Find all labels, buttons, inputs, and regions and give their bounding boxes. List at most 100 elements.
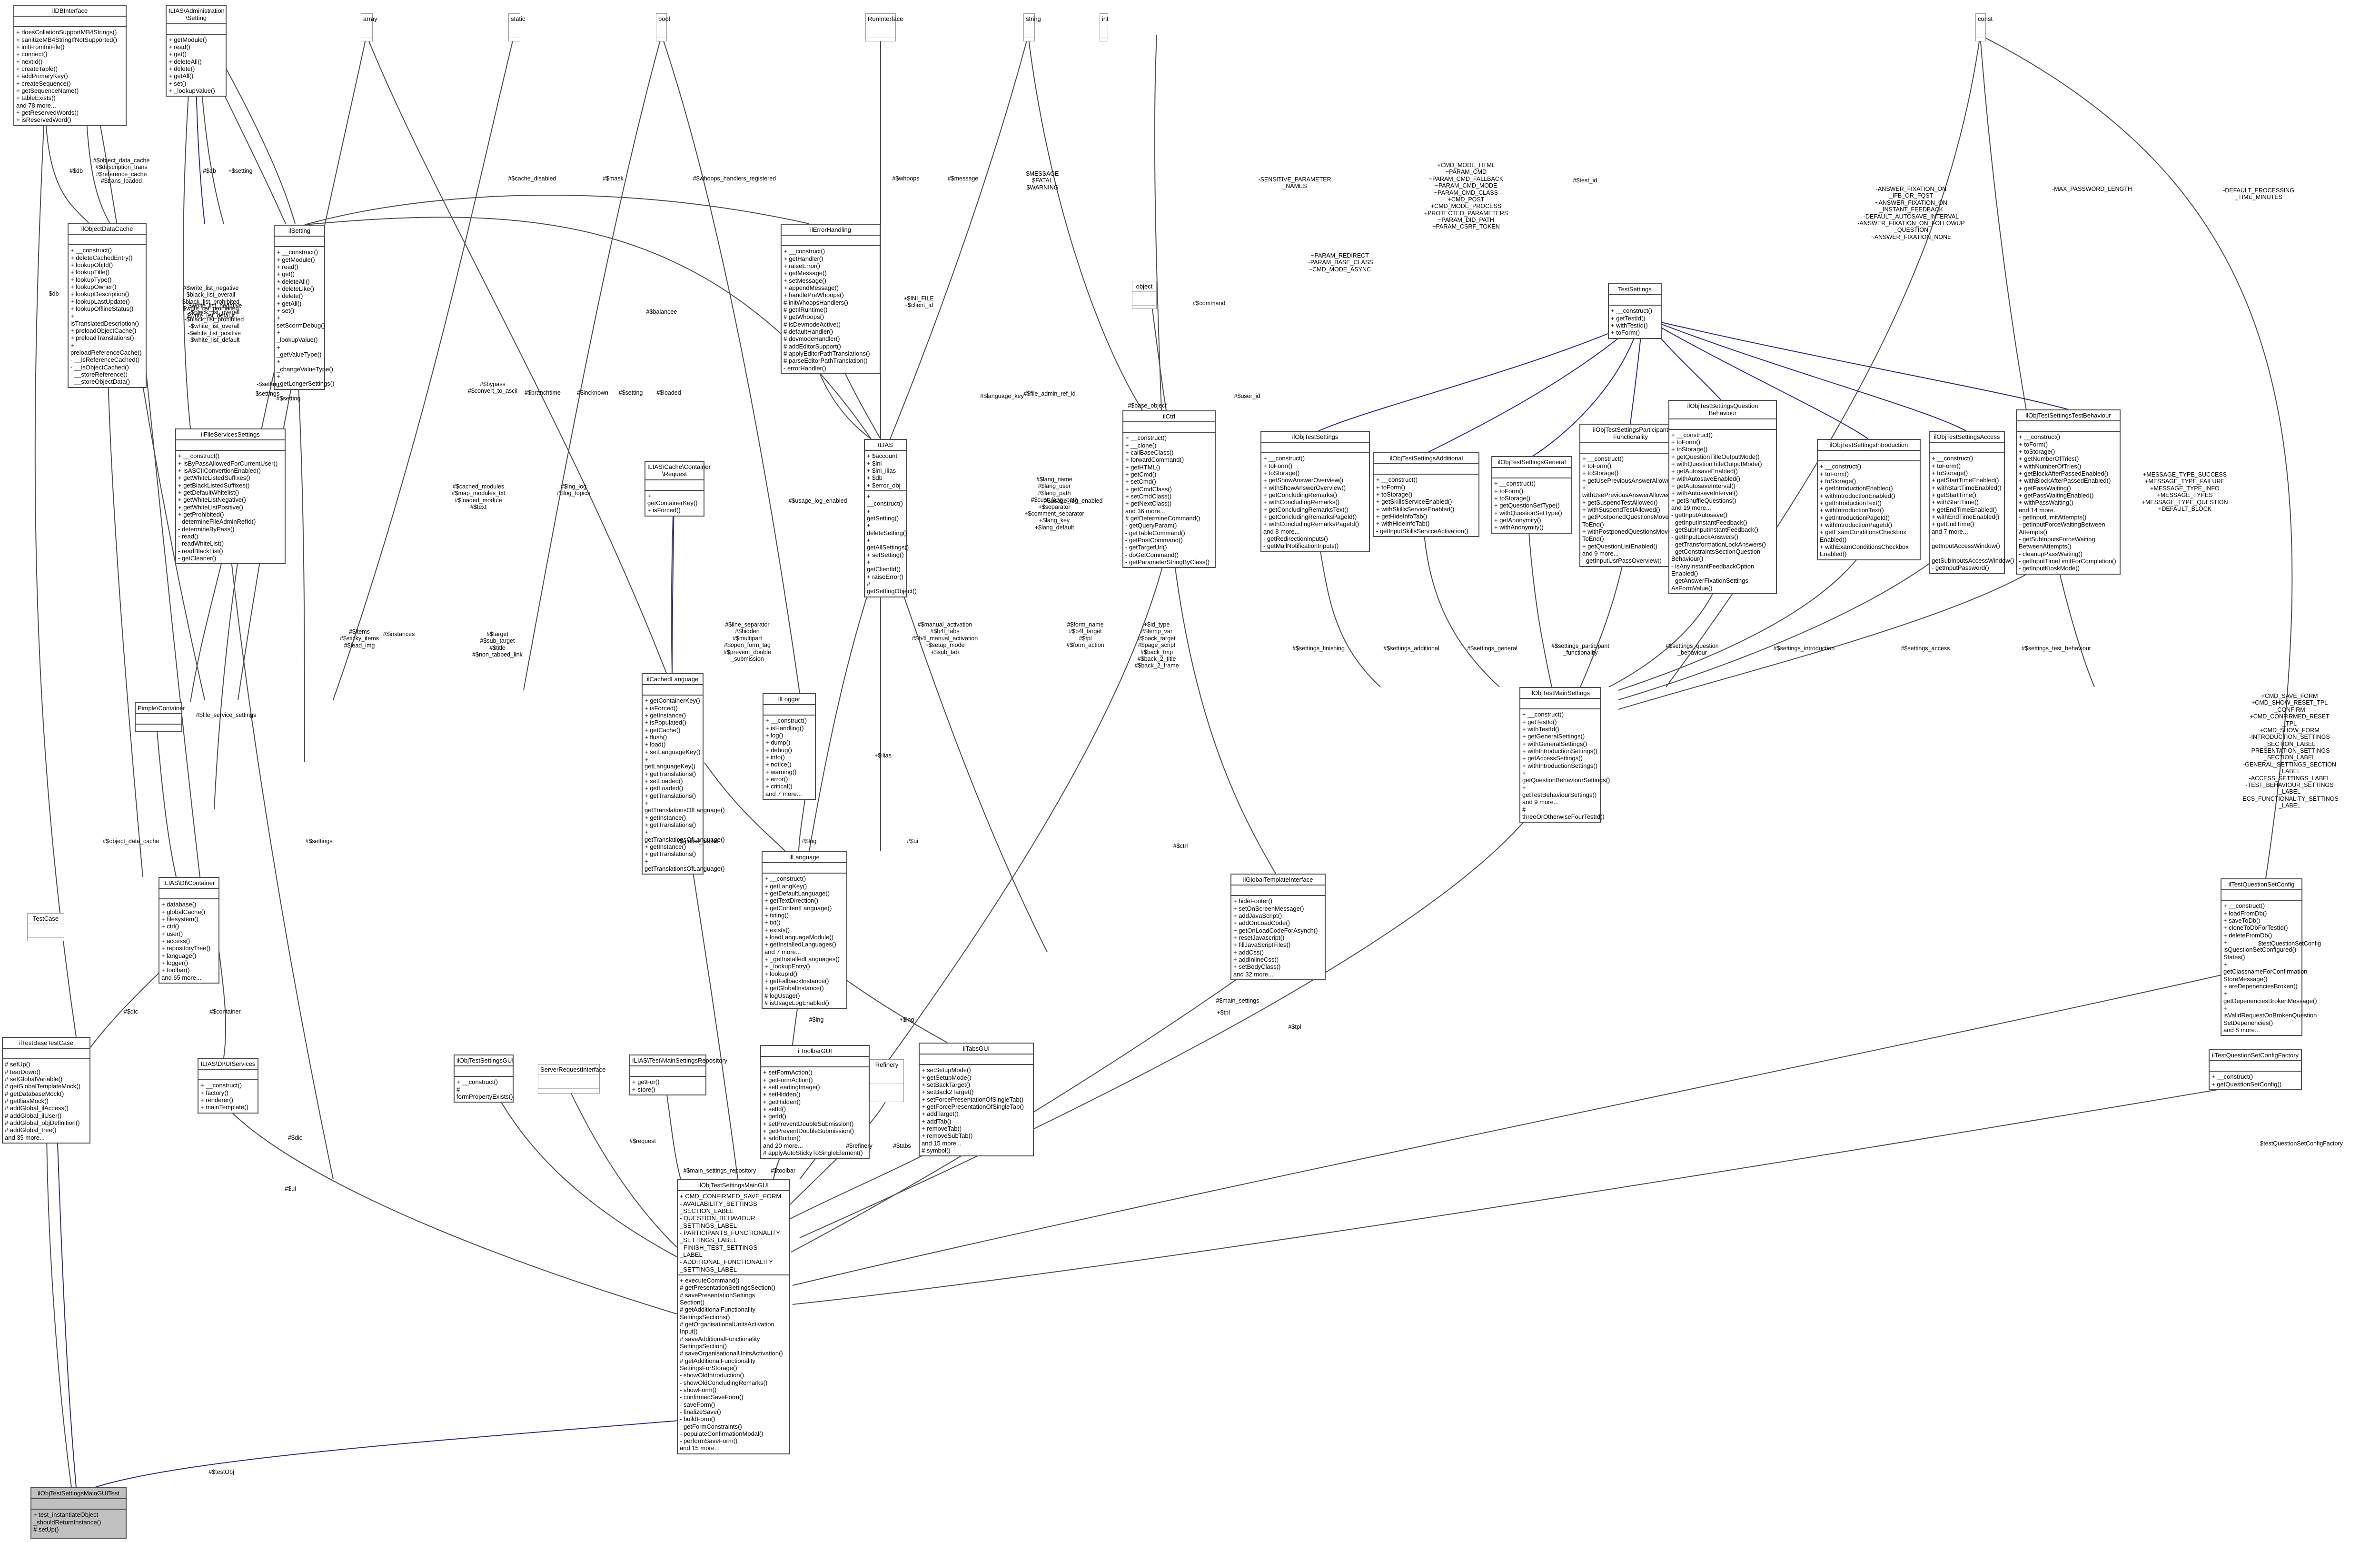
class-node-ilias-di-container[interactable]: ILIAS\DI\Container+ database() + globalC… bbox=[159, 877, 219, 984]
class-node-serverrequestinterface[interactable]: ServerRequestInterface bbox=[538, 1064, 605, 1094]
class-node-ildbinterface[interactable]: ilDBInterface+ doesCollationSupportMB4St… bbox=[13, 5, 127, 126]
class-node-operations: + getFor() + store() bbox=[632, 1078, 660, 1093]
class-node-ilobjuser[interactable]: object bbox=[1132, 281, 1157, 309]
class-node-ilobjectdatacache[interactable]: ilObjectDataCache+ __construct() + delet… bbox=[68, 223, 147, 388]
class-node-title: ilObjTestSettingsQuestion Behaviour bbox=[1669, 401, 1776, 419]
class-node-int[interactable]: int bbox=[1100, 13, 1109, 42]
class-node-ilglobaltemplateinterface[interactable]: ilGlobalTemplateInterface+ hideFooter() … bbox=[1230, 874, 1326, 980]
edge-role-label: #$tpl bbox=[1288, 1024, 1301, 1030]
edge-role-label: #$setting bbox=[618, 389, 643, 396]
edge-role-label: +CMD_SAVE_FORM +CMD_SHOW_RESET_TPL _CONF… bbox=[2241, 693, 2339, 809]
class-node-ilsetting[interactable]: ilSetting + __construct() + getModule() +… bbox=[274, 225, 335, 390]
edge-role-label: $MESSAGE $FATAL $WARNING bbox=[1026, 170, 1059, 191]
class-node-const[interactable]: const bbox=[1975, 13, 1993, 42]
class-node-ilfileservicessettings[interactable]: ilFileServicesSettings+ __construct() + … bbox=[175, 428, 286, 565]
class-node-title: ILIAS\Cache\Container \Request bbox=[645, 462, 711, 480]
class-node-ilias-di-uiservices[interactable]: ILIAS\DI\UIServices+ __construct() + fac… bbox=[198, 1058, 258, 1114]
class-node-iltestquestionsetconfig[interactable]: ilTestQuestionSetConfig+ __construct() +… bbox=[2221, 878, 2317, 1036]
edge-role-label: #$ctrl bbox=[1173, 843, 1188, 849]
class-node-title: ServerRequestInterface bbox=[538, 1064, 605, 1075]
class-node-iltestquestionsetconfigfactory[interactable]: ilTestQuestionSetConfigFactory+ __constr… bbox=[2209, 1049, 2302, 1090]
class-node-ilobjtestsettingstestbehaviour[interactable]: ilObjTestSettingsTestBehaviour+ __constr… bbox=[2016, 409, 2121, 575]
class-node-static[interactable]: static bbox=[508, 13, 525, 42]
class-node-bool[interactable]: bool bbox=[656, 13, 670, 42]
class-node-operations: + getContainerKey() + isForced() + getIn… bbox=[645, 697, 725, 872]
class-node-operations: + __construct() + toForm() + toStorage()… bbox=[1494, 480, 1562, 531]
class-node-attributes bbox=[1123, 422, 1215, 433]
edge-role-label: #$dic bbox=[124, 1008, 138, 1015]
class-node-operations: + __construct() + getTestId() + withTest… bbox=[1611, 307, 1653, 337]
class-node-operations: + database() + globalCache() + filesyste… bbox=[161, 901, 211, 981]
class-node-operations: + getContainerKey() + isForced() bbox=[647, 492, 698, 514]
class-node-ilobjtestmainsettings[interactable]: ilObjTestMainSettings+ __construct() + g… bbox=[1519, 687, 1610, 823]
class-node-attributes bbox=[1818, 451, 1920, 462]
class-node-operations: + __construct() + getHandler() + raiseEr… bbox=[783, 248, 870, 372]
edge-role-label: #$incknown bbox=[576, 389, 609, 396]
class-node-operations: + __construct() + factory() + renderer()… bbox=[200, 1082, 248, 1111]
class-node-ilerrorhandling[interactable]: ilErrorHandling+ __construct() + getHand… bbox=[781, 224, 881, 374]
class-node-title: ilObjTestSettingsGUI bbox=[455, 1055, 514, 1067]
edge-role-label: #$user_id bbox=[1234, 393, 1260, 399]
class-node-ilobjtestsettingsmaingui[interactable]: ilObjTestSettingsMainGUI+ CMD_CONFIRMED_… bbox=[677, 1179, 790, 1454]
class-node-operations bbox=[656, 38, 666, 41]
class-node-ilias-small[interactable]: ILIAS+ $account + $ini + $ini_ilias + $d… bbox=[864, 439, 917, 597]
class-node-iltestbasetestcase[interactable]: ilTestBaseTestCase# setUp() # tearDown()… bbox=[2, 1037, 90, 1144]
class-node-ilobjtestsettingsaccess[interactable]: ilObjTestSettingsAccess+ __construct() +… bbox=[1929, 431, 2014, 574]
edge-role-label: #$db bbox=[69, 168, 83, 174]
edge-role-label: #$target #$sub_target #$title #$non_tabb… bbox=[472, 631, 523, 658]
edge-role-label: #$main_settings bbox=[1216, 997, 1259, 1004]
edge-role-label: #$bypass #$convert_to_ascii bbox=[467, 381, 518, 395]
class-node-title: ilFileServicesSettings bbox=[176, 429, 285, 441]
class-node-string[interactable]: string bbox=[1023, 13, 1041, 42]
class-node-title: ilDBInterface bbox=[14, 6, 126, 17]
class-node-illogger[interactable]: ilLogger+ __construct() + isHandling() +… bbox=[763, 693, 816, 800]
class-node-attributes bbox=[176, 440, 285, 451]
edge-role-label: #$base_object bbox=[1128, 402, 1167, 409]
edge-role-label: #$items #$sticky_items #$lead_img bbox=[340, 628, 379, 649]
edge-role-label: #$main_settings_repository bbox=[683, 1167, 756, 1174]
class-node-attributes bbox=[31, 1499, 126, 1510]
class-node-title: ILIAS\Administration \Setting bbox=[167, 6, 226, 24]
class-node-ilobjtestsettingsquestionbehaviour[interactable]: ilObjTestSettingsQuestion Behaviour+ __c… bbox=[1668, 400, 1777, 594]
class-node-title: ilSetting bbox=[275, 226, 324, 237]
edge-role-label: +$lng bbox=[899, 1016, 914, 1023]
class-node-ilobjtestsettingsgui[interactable]: ilObjTestSettingsGUI+ __construct() # fo… bbox=[454, 1055, 514, 1103]
class-node-attributes bbox=[198, 1070, 258, 1081]
edge-role-label: #$balancee bbox=[646, 308, 677, 315]
class-node-pimple-container[interactable]: Pimple\Container bbox=[135, 702, 185, 732]
class-node-ilobjtestsettingsparticipantfunctionality[interactable]: ilObjTestSettingsParticipant Functionali… bbox=[1579, 424, 1682, 567]
class-node-iltoolbargui[interactable]: ilToolbarGUI+ setFormAction() + getFormA… bbox=[760, 1045, 870, 1159]
class-node-illanguage[interactable]: ilLanguage+ __construct() + getLangKey()… bbox=[762, 851, 847, 1009]
class-node-operations: + __construct() + getModule() + read() +… bbox=[277, 249, 335, 388]
edge-role-label: #$branchtime bbox=[525, 389, 561, 396]
class-node-title: ilTestQuestionSetConfig bbox=[2221, 879, 2301, 891]
class-node-title: ilCachedLanguage bbox=[643, 674, 703, 686]
edge-role-label: #$whoops bbox=[892, 175, 920, 182]
class-node-testcase[interactable]: TestCase bbox=[27, 913, 64, 942]
class-node-operations: + __construct() + getTestId() + withTest… bbox=[1522, 711, 1610, 820]
edge-role-label: $testQuestionSetConfigFactory bbox=[2260, 1140, 2343, 1147]
class-node-array[interactable]: array bbox=[361, 13, 377, 42]
class-node-title: RunInterface bbox=[866, 14, 903, 25]
class-node-title: ilObjTestSettingsGeneral bbox=[1492, 457, 1571, 468]
edge-role-label: #$settings_question _behaviour bbox=[1666, 643, 1719, 657]
class-node-operations bbox=[136, 725, 181, 727]
class-node-ilobjtestsettingsintroduction[interactable]: ilObjTestSettingsIntroduction+ __constru… bbox=[1817, 439, 1921, 560]
class-node-ilobjtestsettings[interactable]: ilObjTestSettings+ __construct() + toFor… bbox=[1260, 431, 1370, 552]
class-node-ilias-test-mainsettings-repository[interactable]: ILIAS\Test\MainSettingsRepository+ getFo… bbox=[629, 1055, 727, 1095]
edge-role-label: #$usage_log_enabled bbox=[788, 497, 847, 504]
class-node-ilcachedlanguage[interactable]: ilCachedLanguage + getContainerKey() + is… bbox=[642, 673, 725, 875]
class-node-ilias-cache-container-request[interactable]: ILIAS\Cache\Container \Request + getConta… bbox=[645, 461, 711, 517]
class-node-refinery[interactable]: Refinery bbox=[870, 1059, 904, 1102]
class-node-ilobjtestsettingsgeneral[interactable]: ilObjTestSettingsGeneral + __construct() … bbox=[1491, 456, 1572, 534]
class-node-runinterface[interactable]: RunInterface bbox=[865, 13, 903, 42]
class-node-ilobjtestsettingsmainguitest[interactable]: ilObjTestSettingsMainGUITest+ test_insta… bbox=[30, 1487, 127, 1539]
class-node-testsettings[interactable]: TestSettings+ __construct() + getTestId(… bbox=[1608, 283, 1662, 339]
edge-role-label: +$tpl bbox=[1217, 1009, 1230, 1016]
class-node-attributes bbox=[643, 685, 703, 696]
class-node-ilobjtestsettingsadditional[interactable]: ilObjTestSettingsAdditional+ __construct… bbox=[1373, 452, 1479, 537]
class-node-attributes bbox=[159, 889, 218, 900]
class-node-iltabsgui[interactable]: ilTabsGUI+ setSetupMode() + getSetupMode… bbox=[919, 1043, 1034, 1157]
class-node-ilias-administration-setting[interactable]: ILIAS\Administration \Setting+ getModule… bbox=[166, 5, 227, 97]
class-node-ilctrl[interactable]: ilCtrl+ __construct() + __clone() + call… bbox=[1122, 410, 1216, 568]
